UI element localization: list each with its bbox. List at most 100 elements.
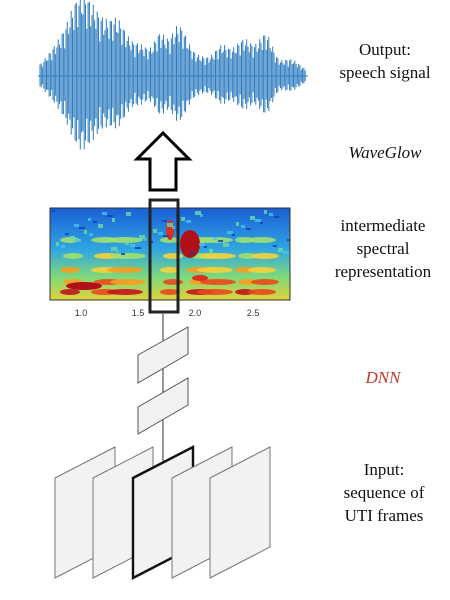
spectrogram bbox=[50, 208, 290, 300]
tick-label: 1.5 bbox=[132, 308, 145, 318]
spectral-speckle bbox=[112, 218, 115, 222]
spectral-speckle bbox=[116, 250, 119, 253]
spectral-speckle bbox=[61, 245, 65, 248]
spectral-speckle bbox=[200, 214, 203, 217]
output-label-line1: Output: bbox=[359, 40, 411, 59]
spectral-speckle bbox=[107, 215, 113, 217]
spectral-speckle bbox=[218, 240, 223, 242]
spectral-band bbox=[110, 253, 146, 259]
input-label-line1: Input: bbox=[363, 460, 405, 479]
spectral-speckle bbox=[74, 224, 79, 227]
input-label-line2: sequence of bbox=[343, 483, 425, 502]
spectral-band bbox=[107, 267, 143, 273]
spectral-speckle bbox=[186, 220, 191, 223]
spectral-speckle bbox=[56, 242, 59, 246]
spectral-speckle bbox=[163, 235, 169, 237]
spectral-speckle bbox=[283, 251, 289, 254]
spectral-energy bbox=[192, 275, 208, 281]
spectral-speckle bbox=[260, 222, 263, 224]
spectral-speckle bbox=[209, 249, 213, 253]
tick-label: 2.0 bbox=[189, 308, 202, 318]
spectral-label: intermediate spectral representation bbox=[316, 214, 450, 283]
spectral-speckle bbox=[273, 245, 277, 247]
dnn-layer bbox=[137, 377, 189, 435]
spectral-speckle bbox=[70, 236, 75, 240]
spectrogram-border bbox=[49, 207, 291, 301]
dnn-label: DNN bbox=[365, 368, 401, 387]
spectral-band bbox=[160, 267, 180, 273]
spectral-speckle bbox=[190, 252, 195, 254]
spectral-band bbox=[107, 237, 143, 243]
spectral-speckle bbox=[181, 217, 185, 221]
spectral-band bbox=[248, 289, 276, 295]
spectral-band bbox=[110, 279, 146, 285]
tick-label: 2.5 bbox=[247, 308, 260, 318]
spectral-speckle bbox=[246, 228, 251, 230]
spectral-speckle bbox=[195, 211, 201, 215]
output-label: Output: speech signal bbox=[320, 38, 450, 84]
frame-selection-box bbox=[148, 198, 180, 314]
spectral-band bbox=[163, 279, 183, 285]
spectral-speckle bbox=[84, 230, 87, 234]
spectral-speckle bbox=[255, 219, 261, 222]
spectral-speckle bbox=[237, 237, 241, 241]
spectral-band bbox=[251, 253, 279, 259]
spectral-speckle bbox=[139, 235, 145, 239]
spectral-speckle bbox=[199, 243, 205, 246]
spectral-speckle bbox=[135, 247, 141, 249]
spectral-speckle bbox=[65, 233, 69, 235]
spectral-speckle bbox=[287, 239, 290, 241]
spectral-speckle bbox=[236, 222, 239, 226]
spectral-speckle bbox=[130, 244, 135, 247]
spectral-speckle bbox=[89, 233, 93, 236]
spectral-speckle bbox=[158, 232, 163, 235]
spectral-label-line1: intermediate bbox=[340, 216, 426, 235]
spectral-band bbox=[163, 253, 183, 259]
dnn-layer bbox=[137, 326, 189, 384]
spectral-energy bbox=[66, 282, 102, 290]
spectral-speckle bbox=[227, 231, 233, 234]
spectral-label-line2: spectral bbox=[356, 239, 410, 258]
spectral-speckle bbox=[111, 247, 117, 251]
spectral-speckle bbox=[79, 227, 85, 229]
spectral-speckle bbox=[162, 220, 167, 222]
spectral-speckle bbox=[250, 216, 255, 220]
spectral-band bbox=[60, 289, 80, 295]
spectral-band bbox=[107, 289, 143, 295]
spectral-band bbox=[197, 267, 233, 273]
spectral-speckle bbox=[213, 237, 217, 240]
spectral-speckle bbox=[102, 212, 107, 215]
spectral-speckle bbox=[121, 253, 125, 255]
spectral-speckle bbox=[167, 223, 173, 227]
spectral-band bbox=[60, 267, 80, 273]
uti-frames bbox=[54, 445, 271, 580]
uti-frame bbox=[209, 446, 271, 579]
spectral-band bbox=[251, 279, 279, 285]
spectral-speckle bbox=[241, 225, 245, 228]
spectrogram-ticks: 1.0 1.5 2.0 2.5 bbox=[75, 308, 260, 318]
spectral-speckle bbox=[232, 234, 235, 236]
spectral-speckle bbox=[153, 229, 157, 233]
spectral-band bbox=[197, 289, 233, 295]
output-label-line2: speech signal bbox=[339, 63, 431, 82]
spectral-speckle bbox=[223, 243, 229, 247]
input-label-line3: UTI frames bbox=[344, 506, 424, 525]
spectral-speckle bbox=[98, 224, 103, 228]
spectral-speckle bbox=[144, 238, 147, 241]
spectral-speckle bbox=[88, 218, 91, 221]
spectral-speckle bbox=[125, 241, 129, 245]
input-label: Input: sequence of UTI frames bbox=[320, 458, 448, 527]
spectral-speckle bbox=[172, 226, 175, 229]
spectral-band bbox=[248, 267, 276, 273]
spectral-speckle bbox=[278, 248, 283, 252]
spectral-band bbox=[248, 237, 276, 243]
spectral-speckle bbox=[52, 210, 55, 212]
spectral-label-line3: representation bbox=[334, 262, 432, 281]
spectral-band bbox=[160, 289, 180, 295]
spectral-speckle bbox=[204, 246, 207, 248]
spectral-speckle bbox=[126, 212, 131, 216]
spectral-speckle bbox=[75, 239, 81, 242]
spectral-speckle bbox=[264, 210, 267, 214]
spectral-band bbox=[63, 253, 83, 259]
